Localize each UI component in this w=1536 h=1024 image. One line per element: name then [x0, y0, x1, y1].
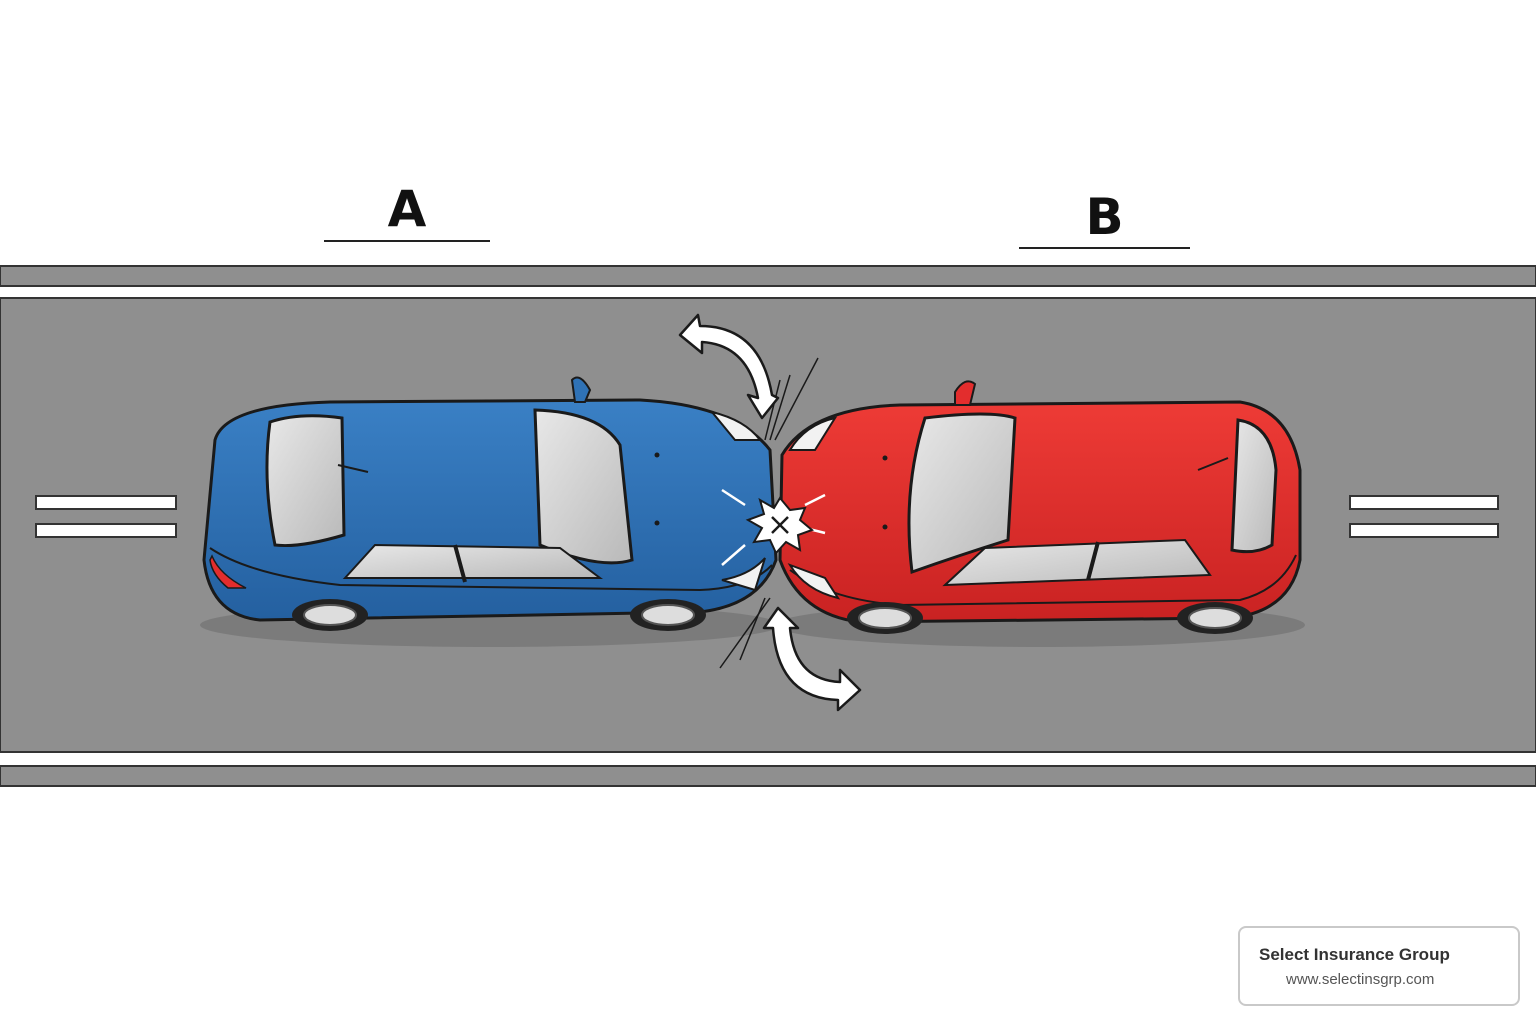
vehicle-b-wheel-rear	[1177, 602, 1253, 634]
vehicle-a-label-underline	[324, 240, 490, 242]
lane-marking-left	[35, 495, 177, 538]
vehicle-a-taillight	[209, 554, 247, 589]
road-shoulder-bottom	[0, 765, 1536, 787]
vehicle-b-side-windows	[942, 538, 1212, 587]
vehicle-a-headlight-bottom	[721, 557, 766, 592]
company-watermark: Select Insurance Group www.selectinsgrp.…	[1238, 926, 1520, 1006]
vehicle-a-wheel-rear	[292, 599, 368, 631]
vehicle-b-wheel-front	[847, 602, 923, 634]
watermark-company-name: Select Insurance Group	[1259, 945, 1450, 964]
vehicle-a-body	[202, 398, 778, 622]
vehicle-b-rear-window	[1230, 418, 1278, 554]
vehicle-a-side-windows	[342, 543, 603, 579]
vehicle-a-rear-window	[265, 414, 346, 548]
watermark-url: www.selectinsgrp.com	[1286, 971, 1435, 988]
vehicle-a-label: A	[387, 180, 427, 238]
vehicle-b-red-car	[775, 380, 1305, 647]
vehicle-a-headlight-top	[709, 410, 763, 441]
vehicle-b-windshield	[907, 412, 1017, 575]
impact-burst-icon	[719, 357, 826, 669]
rotation-arrow-icon-top	[678, 313, 780, 420]
vehicle-b-label: B	[1085, 188, 1124, 246]
vehicle-b-headlight-bottom	[787, 563, 841, 600]
vehicle-a-blue-car	[200, 376, 780, 647]
vehicle-b-mirror	[954, 380, 977, 406]
lane-marking-right	[1349, 495, 1499, 538]
road-shoulder-top	[0, 265, 1536, 287]
vehicle-a-mirror	[570, 376, 592, 403]
vehicle-b-body	[778, 400, 1302, 624]
vehicle-b-label-underline	[1019, 247, 1190, 249]
rotation-arrow-icon-bottom	[762, 606, 862, 712]
vehicle-a-wheel-front	[630, 599, 706, 631]
vehicle-b-headlight-top	[788, 416, 838, 451]
